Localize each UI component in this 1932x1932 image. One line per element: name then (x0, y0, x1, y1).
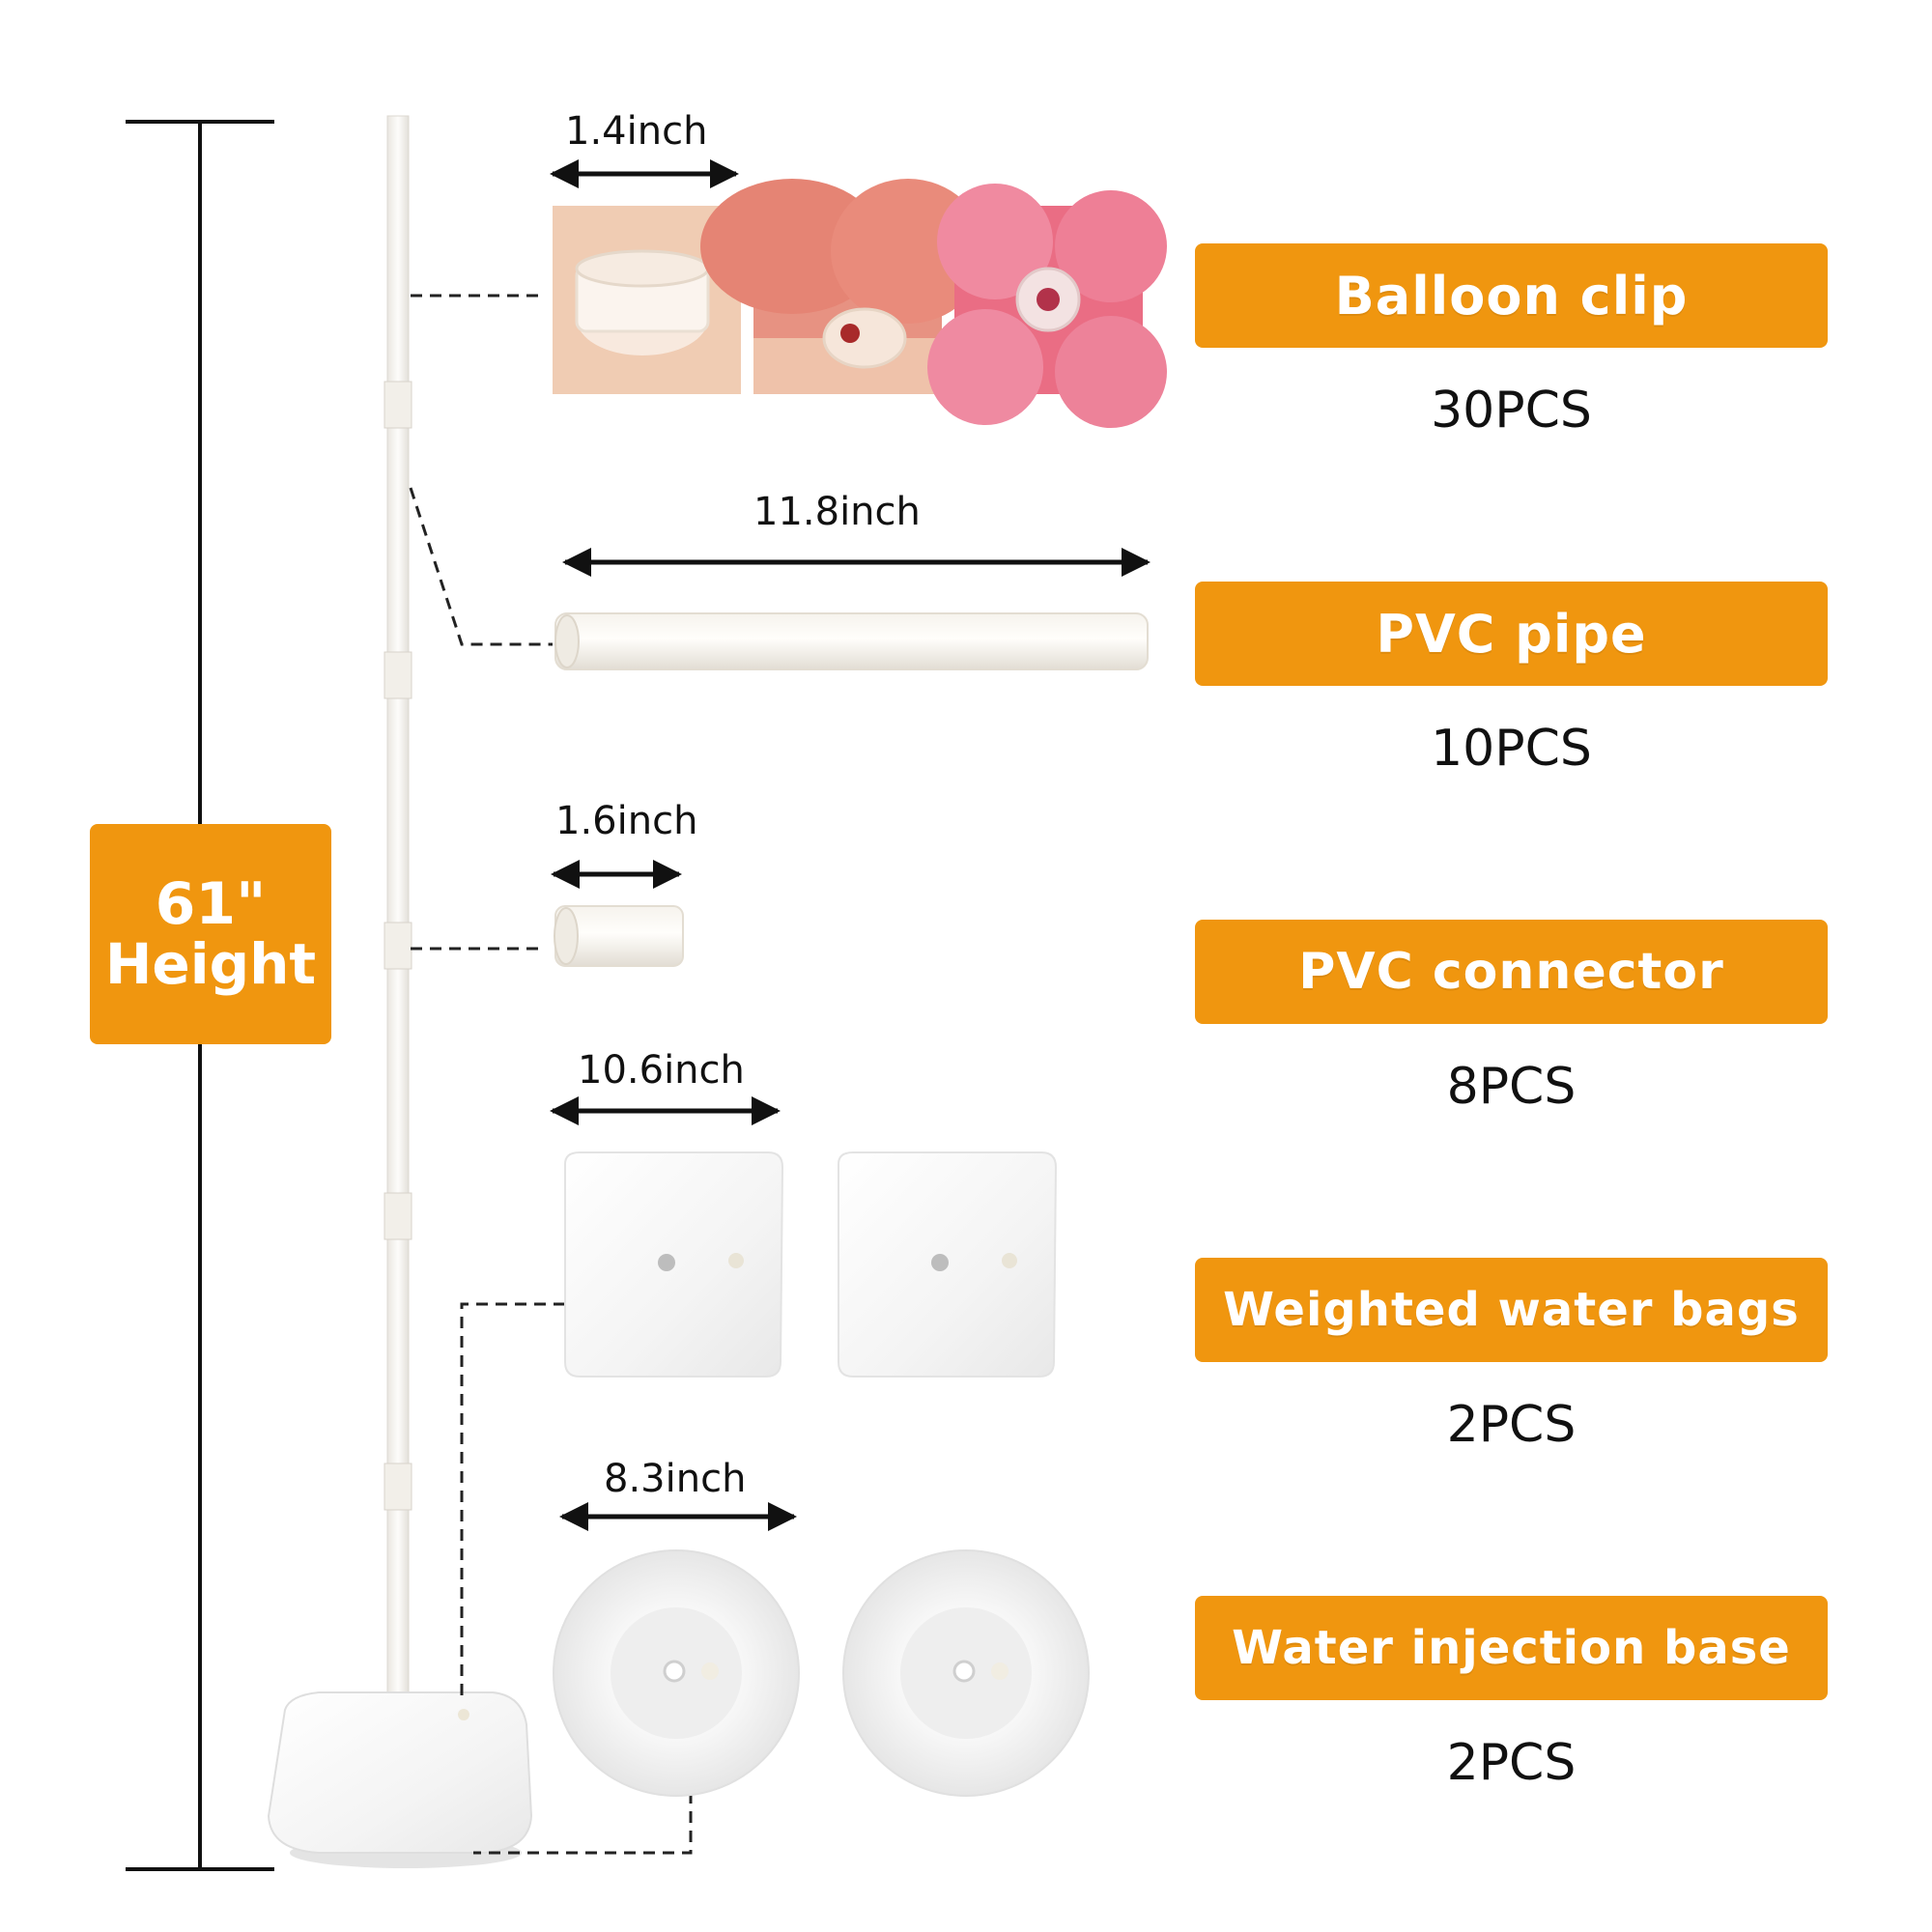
height-measure (126, 120, 274, 1871)
pvc-pipe-photo (554, 612, 1149, 670)
height-badge: 61" Height (90, 824, 331, 1044)
height-value: 61" (155, 870, 267, 939)
dim-label-injection-base: 8.3inch (604, 1457, 747, 1501)
item-label-injection-base: Water injection base (1195, 1596, 1828, 1700)
item-qty-injection-base: 2PCS (1446, 1734, 1577, 1792)
injection-base-photos (553, 1549, 1090, 1797)
dimension-arrows (550, 159, 1151, 1531)
item-label-water-bags: Weighted water bags (1195, 1258, 1828, 1362)
dim-label-pvc-pipe: 11.8inch (753, 490, 921, 534)
item-label-pvc-pipe: PVC pipe (1195, 582, 1828, 686)
dim-label-pvc-connector: 1.6inch (555, 799, 698, 843)
item-label-pvc-connector: PVC connector (1195, 920, 1828, 1024)
item-label-balloon-clip: Balloon clip (1195, 243, 1828, 348)
item-qty-water-bags: 2PCS (1446, 1396, 1577, 1454)
pvc-connector-photo (554, 905, 684, 967)
water-bag-photos (564, 1151, 1058, 1378)
dim-label-water-bags: 10.6inch (578, 1048, 745, 1093)
dim-label-balloon-clip: 1.4inch (565, 109, 708, 154)
item-qty-pvc-connector: 8PCS (1446, 1058, 1577, 1116)
item-qty-pvc-pipe: 10PCS (1431, 720, 1592, 778)
balloon-clip-photos (553, 179, 1167, 428)
item-qty-balloon-clip: 30PCS (1431, 382, 1592, 440)
height-label: Height (104, 931, 317, 998)
callout-lines (409, 294, 693, 1855)
assembled-pole (267, 115, 533, 1868)
